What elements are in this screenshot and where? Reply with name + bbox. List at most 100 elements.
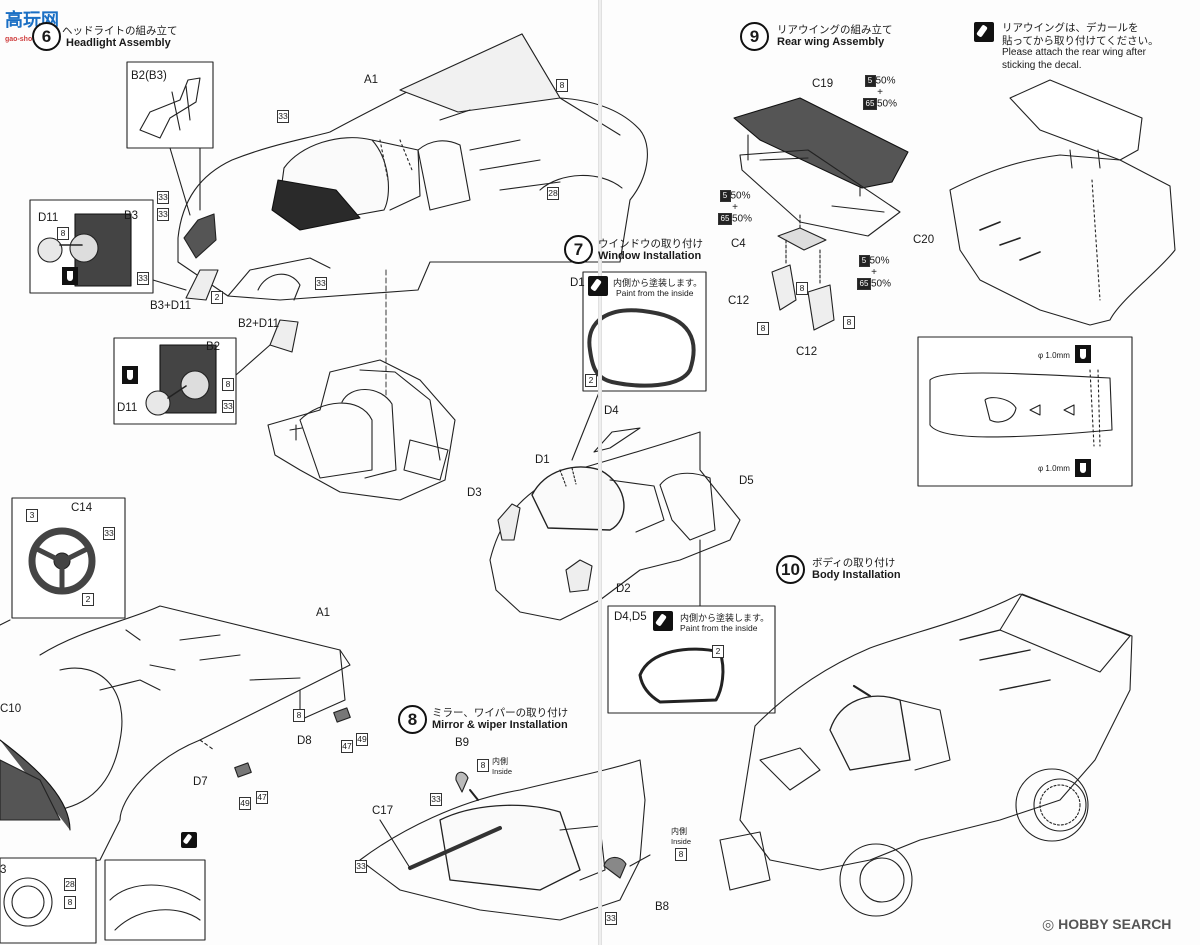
window-install-car-drawing	[489, 271, 776, 714]
step-10-title-jp: ボディの取り付け	[812, 557, 896, 569]
decal-note-en-2: sticking the decal.	[1002, 60, 1082, 71]
step-7-number: 7	[573, 240, 584, 259]
code-49-a: 49	[356, 733, 368, 746]
step6-detail-boxes	[29, 61, 299, 425]
label-c12-b: C12	[796, 346, 818, 358]
label-b2d11: B2+D11	[238, 318, 280, 330]
label-b3: B3	[124, 210, 139, 222]
code-33-i: 33	[355, 860, 367, 873]
code-8-b: 8	[57, 227, 69, 240]
complete-car-drawing	[719, 593, 1133, 917]
label-a1-top: A1	[364, 74, 379, 86]
code-8-h: 8	[796, 282, 808, 295]
mix-code-5-a: 5	[864, 75, 876, 87]
mix-plus-b: +	[732, 202, 738, 213]
mix-code-5-b: 5	[719, 190, 731, 202]
publisher-name: HOBBY SEARCH	[1058, 916, 1172, 932]
label-d2: D2	[616, 583, 631, 595]
drill-size-b: φ 1.0mm	[1038, 464, 1070, 473]
mix-pct-a: 50%	[875, 75, 896, 87]
code-8-f: 8	[477, 759, 489, 772]
publisher-icon: ◎	[1042, 916, 1055, 932]
mix-code-65-a: 65	[863, 98, 877, 110]
step-9-number: 9	[749, 27, 760, 46]
code-33-g: 33	[103, 527, 115, 540]
label-c12-a: C12	[728, 295, 750, 307]
inside-en-a: Inside	[492, 767, 513, 776]
label-b8: B8	[655, 901, 670, 913]
label-c14: C14	[71, 502, 93, 514]
code-33-d: 33	[137, 272, 149, 285]
label-c19: C19	[812, 78, 834, 90]
code-33-h: 33	[430, 793, 442, 806]
inside-en-b: Inside	[671, 837, 692, 846]
step-6-title-en: Headlight Assembly	[66, 37, 171, 49]
decal-note-jp-1: リアウイングは、デカールを	[1002, 22, 1139, 34]
step-10-badge: 10	[776, 555, 805, 584]
rear-wing-car-drawing	[917, 79, 1176, 487]
corner-number: 3	[0, 864, 7, 876]
page-fold	[598, 0, 602, 945]
drill-size-a: φ 1.0mm	[1038, 351, 1070, 360]
mix-plus-c: +	[871, 267, 877, 278]
step-6-badge: 6	[32, 22, 61, 51]
code-2-d: 2	[712, 645, 724, 658]
watermark-url: gao-shou.com	[5, 36, 53, 43]
paint-inside-jp-b: 内側から塗装します。	[680, 614, 770, 624]
drill-icon-d	[1075, 459, 1091, 477]
code-28-a: 28	[547, 187, 559, 200]
code-2-c: 2	[585, 374, 597, 387]
label-c10: C10	[0, 703, 22, 715]
drill-icon-c	[1075, 345, 1091, 363]
label-d4d5: D4,D5	[614, 611, 647, 623]
step-7-badge: 7	[564, 235, 593, 264]
mix-pct-b: 50%	[877, 98, 898, 110]
label-b9: B9	[455, 737, 470, 749]
decal-note-en-1: Please attach the rear wing after	[1002, 47, 1146, 58]
code-47-a: 47	[341, 740, 353, 753]
label-d11-a: D11	[38, 212, 59, 224]
publisher-mark: ◎ HOBBY SEARCH	[1042, 916, 1171, 933]
label-d8: D8	[297, 735, 312, 747]
decal-note-jp-2: 貼ってから取り付けてください。	[1002, 35, 1159, 47]
code-2-a: 2	[211, 291, 223, 304]
paint-inside-en-a: Paint from the inside	[616, 288, 694, 298]
step-6-number: 6	[41, 27, 52, 46]
mix-pct-c: 50%	[730, 190, 751, 202]
step-7-title-en: Window Installation	[598, 250, 702, 262]
label-d1: D1	[535, 454, 550, 466]
label-b2: B2	[206, 341, 221, 353]
code-8-d: 8	[293, 709, 305, 722]
paint-inside-jp-a: 内側から塗装します。	[613, 279, 703, 289]
code-47-b: 47	[256, 791, 268, 804]
mix-code-5-c: 5	[858, 255, 870, 267]
drill-icon-a	[62, 267, 78, 285]
label-d3: D3	[467, 487, 482, 499]
code-8-c: 8	[222, 378, 234, 391]
label-d11-b: D11	[117, 402, 138, 414]
code-8-e: 8	[64, 896, 76, 909]
code-33-a: 33	[277, 110, 289, 123]
label-d5: D5	[739, 475, 754, 487]
mirror-wiper-car-drawing	[359, 759, 651, 921]
step-9-badge: 9	[740, 22, 769, 51]
label-d4: D4	[604, 405, 619, 417]
rear-wing-assembly-drawing	[733, 97, 909, 331]
step-10-number: 10	[781, 560, 800, 579]
label-a1-bottom: A1	[316, 607, 331, 619]
code-3-a: 3	[26, 509, 38, 522]
mix-code-65-b: 65	[718, 213, 732, 225]
step-6-title-jp: ヘッドライトの組み立て	[62, 25, 178, 37]
label-b3d11: B3+D11	[150, 300, 192, 312]
cockpit-tub-drawing	[267, 359, 456, 501]
code-33-c: 33	[157, 208, 169, 221]
label-d1-box: D1	[570, 277, 585, 289]
label-c20: C20	[913, 234, 935, 246]
paint-icon-d4d5	[653, 611, 673, 631]
code-33-e: 33	[315, 277, 327, 290]
code-33-j: 33	[605, 912, 617, 925]
